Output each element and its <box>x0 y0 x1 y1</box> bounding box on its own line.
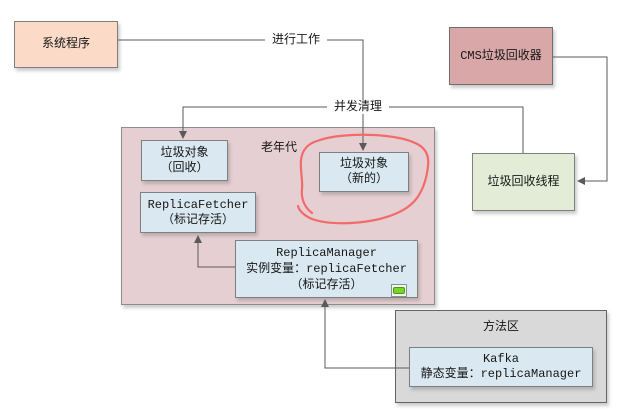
edge-label-do-work: 进行工作 <box>265 33 327 47</box>
node-replica-fetcher[interactable]: ReplicaFetcher （标记存活） <box>140 192 256 233</box>
node-cms-collector[interactable]: CMS垃圾回收器 <box>449 27 553 85</box>
node-gc-thread-label: 垃圾回收线程 <box>487 174 560 189</box>
old-generation-label: 老年代 <box>260 141 297 155</box>
node-system-program[interactable]: 系统程序 <box>14 21 118 68</box>
node-garbage-new-line1: 垃圾对象 <box>339 157 388 171</box>
node-garbage-recycled[interactable]: 垃圾对象 （回收） <box>141 140 228 181</box>
node-garbage-new-line2: （新的） <box>339 172 388 186</box>
arrowhead-left-gcthread <box>577 177 585 185</box>
node-garbage-recycled-line1: 垃圾对象 <box>160 145 209 160</box>
node-kafka-static-line1: Kafka <box>482 352 519 366</box>
node-kafka-static-line2: 静态变量：replicaManager <box>420 367 582 381</box>
node-replica-manager-line2: 实例变量：replicaFetcher <box>246 262 407 276</box>
edge-label-concurrent-clean: 并发清理 <box>327 100 389 114</box>
node-gc-thread[interactable]: 垃圾回收线程 <box>472 153 575 211</box>
node-replica-manager-line3: （标记存活） <box>290 278 363 292</box>
node-system-program-label: 系统程序 <box>41 37 90 51</box>
node-cms-collector-label: CMS垃圾回收器 <box>460 48 542 63</box>
node-replica-manager-line1: ReplicaManager <box>276 246 377 260</box>
collapse-badge-icon[interactable] <box>391 284 407 297</box>
node-garbage-recycled-line2: （回收） <box>160 160 209 175</box>
node-garbage-new[interactable]: 垃圾对象 （新的） <box>319 152 409 192</box>
node-kafka-static[interactable]: Kafka 静态变量：replicaManager <box>409 347 593 387</box>
collapse-badge-green-bar <box>393 287 405 294</box>
node-replica-fetcher-line2: （标记存活） <box>161 212 234 227</box>
method-area-label: 方法区 <box>482 320 519 334</box>
node-replica-fetcher-line1: ReplicaFetcher <box>147 197 249 212</box>
node-replica-manager[interactable]: ReplicaManager 实例变量：replicaFetcher （标记存活… <box>235 240 418 298</box>
